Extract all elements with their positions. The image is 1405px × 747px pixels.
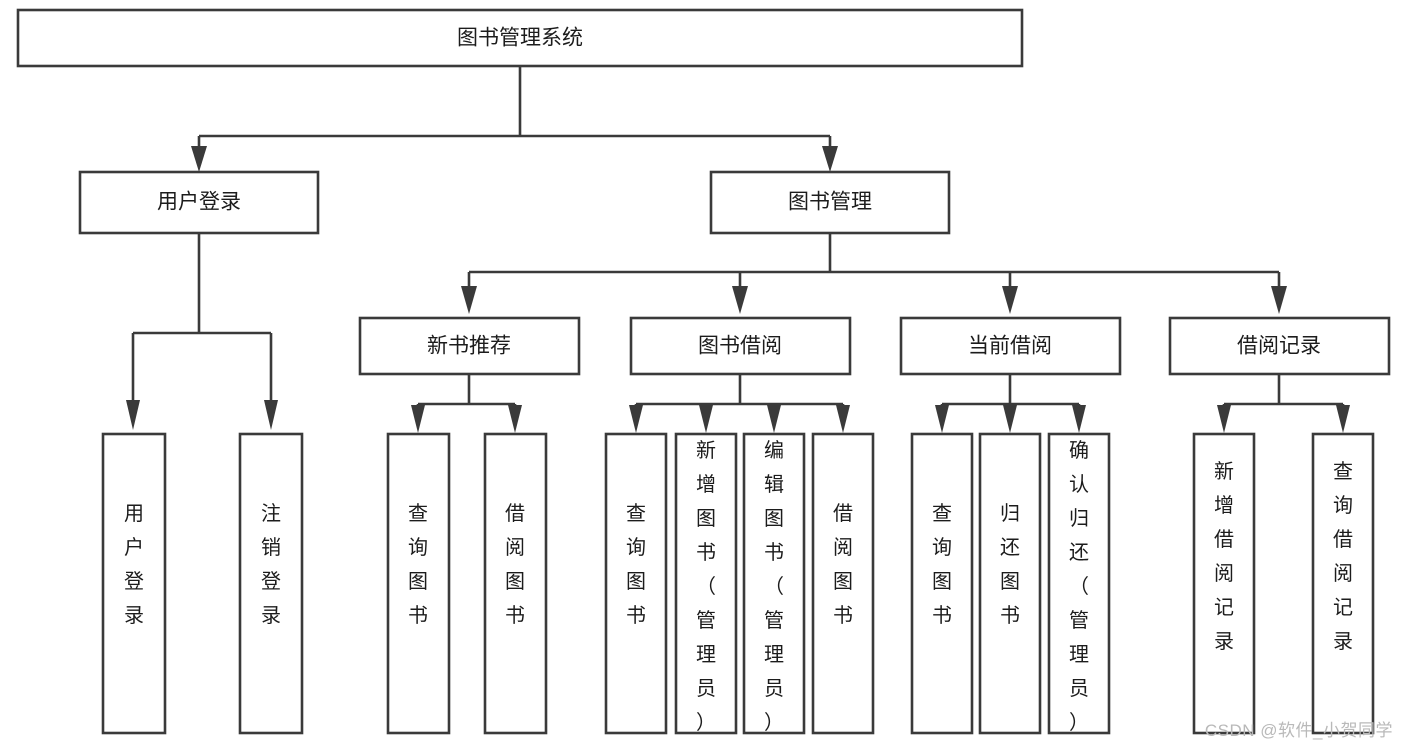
leaf-node-new-book-recommend-1[interactable]: 借阅图书 bbox=[483, 432, 548, 735]
node-user-login-box[interactable] bbox=[78, 170, 320, 235]
node-borrow-record[interactable]: 借阅记录 bbox=[1168, 316, 1391, 376]
arrow-head-bb-leaf-2 bbox=[767, 405, 781, 433]
node-new-book-recommend-label: 新书推荐 bbox=[427, 335, 511, 358]
arrow-head-cb-leaf-1 bbox=[1003, 405, 1017, 433]
leaf-node-book-borrow-3[interactable]: 借阅图书 bbox=[811, 432, 875, 735]
leaf-label-bb-0: 查询图书 bbox=[626, 502, 646, 627]
node-book-borrow-label: 图书借阅 bbox=[698, 335, 782, 358]
node-borrow-record-box[interactable] bbox=[1168, 316, 1391, 376]
arrow-head-bb-leaf-1 bbox=[699, 405, 713, 433]
arrow-head-nbr-leaf-0 bbox=[411, 405, 425, 433]
leaf-label-bb-1: 新增图书（管理员） bbox=[696, 439, 716, 734]
node-root-box[interactable] bbox=[16, 8, 1024, 68]
leaf-box-cb-2[interactable] bbox=[1047, 432, 1111, 735]
connector-group-user-login bbox=[126, 233, 278, 430]
node-root[interactable]: 图书管理系统 bbox=[16, 8, 1024, 68]
leaf-label-nbr-1: 借阅图书 bbox=[505, 502, 525, 627]
leaf-box-nbr-1[interactable] bbox=[483, 432, 548, 735]
leaf-node-book-borrow-2[interactable]: 编辑图书（管理员） bbox=[742, 432, 806, 735]
leaf-node-borrow-record-1[interactable]: 查询借阅记录 bbox=[1311, 432, 1375, 735]
node-book-manage-label: 图书管理 bbox=[788, 191, 872, 214]
arrow-head-nbr-leaf-1 bbox=[508, 405, 522, 433]
node-book-borrow[interactable]: 图书借阅 bbox=[629, 316, 852, 376]
node-current-borrow-box[interactable] bbox=[899, 316, 1122, 376]
leaf-label-user-login-1: 注销登录 bbox=[261, 502, 281, 627]
node-book-manage[interactable]: 图书管理 bbox=[709, 170, 951, 235]
node-book-manage-box[interactable] bbox=[709, 170, 951, 235]
leaf-label-nbr-0: 查询图书 bbox=[408, 502, 428, 627]
leaf-node-current-borrow-0[interactable]: 查询图书 bbox=[910, 432, 974, 735]
leaf-box-br-1[interactable] bbox=[1311, 432, 1375, 735]
arrow-head-book-borrow bbox=[732, 286, 748, 314]
node-current-borrow[interactable]: 当前借阅 bbox=[899, 316, 1122, 376]
arrow-head-book-manage bbox=[822, 146, 838, 172]
leaf-node-user-login-1[interactable]: 注销登录 bbox=[238, 432, 304, 735]
connector-group-borrow-record bbox=[1217, 374, 1350, 433]
leaf-label-bb-3: 借阅图书 bbox=[833, 502, 853, 627]
arrow-head-bb-leaf-3 bbox=[836, 405, 850, 433]
connector-group-book-borrow bbox=[629, 374, 850, 433]
node-book-borrow-box[interactable] bbox=[629, 316, 852, 376]
leaf-node-book-borrow-0[interactable]: 查询图书 bbox=[604, 432, 668, 735]
node-user-login[interactable]: 用户登录 bbox=[78, 170, 320, 235]
leaf-node-current-borrow-1[interactable]: 归还图书 bbox=[978, 432, 1042, 735]
leaf-box-bb-0[interactable] bbox=[604, 432, 668, 735]
connector-group-book-manage bbox=[461, 233, 1287, 314]
leaf-node-borrow-record-0[interactable]: 新增借阅记录 bbox=[1192, 432, 1256, 735]
leaf-box-bb-2[interactable] bbox=[742, 432, 806, 735]
node-root-label: 图书管理系统 bbox=[457, 27, 583, 50]
arrow-head-current-borrow bbox=[1002, 286, 1018, 314]
leaf-node-current-borrow-2[interactable]: 确认归还（管理员） bbox=[1047, 432, 1111, 735]
arrow-head-user-login bbox=[191, 146, 207, 172]
leaf-box-cb-0[interactable] bbox=[910, 432, 974, 735]
leaf-label-user-login-0: 用户登录 bbox=[124, 503, 144, 627]
leaf-box-user-login-1[interactable] bbox=[238, 432, 304, 735]
arrow-head-br-leaf-1 bbox=[1336, 405, 1350, 433]
leaf-label-br-1: 查询借阅记录 bbox=[1333, 460, 1353, 653]
leaf-box-nbr-0[interactable] bbox=[386, 432, 451, 735]
leaf-box-bb-3[interactable] bbox=[811, 432, 875, 735]
leaf-label-cb-0: 查询图书 bbox=[932, 502, 952, 627]
leaf-label-br-0: 新增借阅记录 bbox=[1214, 460, 1234, 653]
leaf-node-book-borrow-1[interactable]: 新增图书（管理员） bbox=[674, 432, 738, 735]
arrow-head-user-login-leaf-0 bbox=[126, 400, 140, 430]
node-new-book-recommend[interactable]: 新书推荐 bbox=[358, 316, 581, 376]
leaf-label-cb-2: 确认归还（管理员） bbox=[1069, 439, 1089, 734]
arrow-head-cb-leaf-0 bbox=[935, 405, 949, 433]
node-borrow-record-label: 借阅记录 bbox=[1237, 335, 1321, 358]
node-new-book-recommend-box[interactable] bbox=[358, 316, 581, 376]
leaf-box-cb-1[interactable] bbox=[978, 432, 1042, 735]
leaf-box-bb-1[interactable] bbox=[674, 432, 738, 735]
leaf-node-user-login-0[interactable]: 用户登录 bbox=[101, 432, 167, 735]
leaf-label-cb-1: 归还图书 bbox=[1000, 502, 1020, 627]
node-current-borrow-label: 当前借阅 bbox=[968, 335, 1052, 358]
arrow-head-bb-leaf-0 bbox=[629, 405, 643, 433]
connector-group-root bbox=[191, 66, 838, 172]
leaf-box-user-login-0[interactable] bbox=[101, 432, 167, 735]
node-user-login-label: 用户登录 bbox=[157, 191, 241, 214]
leaf-label-bb-2: 编辑图书（管理员） bbox=[764, 439, 784, 734]
arrow-head-borrow-record bbox=[1271, 286, 1287, 314]
arrow-head-user-login-leaf-1 bbox=[264, 400, 278, 430]
leaf-box-br-0[interactable] bbox=[1192, 432, 1256, 735]
connector-group-current-borrow bbox=[935, 374, 1086, 433]
arrow-head-cb-leaf-2 bbox=[1072, 405, 1086, 433]
connector-group-new-book-recommend bbox=[411, 374, 522, 433]
arrow-head-br-leaf-0 bbox=[1217, 405, 1231, 433]
leaf-node-new-book-recommend-0[interactable]: 查询图书 bbox=[386, 432, 451, 735]
arrow-head-new-book-recommend bbox=[461, 286, 477, 314]
